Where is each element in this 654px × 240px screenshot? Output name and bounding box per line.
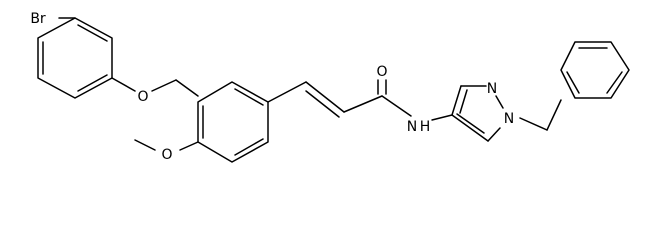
atom-amide-nitrogen-label: N — [407, 119, 417, 135]
bromophenyl-ring — [37, 17, 113, 99]
ch2-phenyl-bond — [546, 99, 562, 131]
atom-amide-hydrogen-label: H — [420, 119, 431, 135]
n1-ch2-bond — [519, 117, 548, 131]
vinyl-double-bond-2 — [305, 90, 340, 118]
atom-pyrazole-n1-label: N — [504, 111, 514, 127]
chemical-structure-diagram: Br O O O N H N N — [30, 11, 630, 163]
o-ch2-bond — [151, 79, 177, 92]
atom-methoxy-oxygen-label: O — [161, 147, 172, 163]
aryl-ome-bond — [179, 141, 199, 151]
ch2-aryl-bond — [175, 79, 199, 97]
carbonyl-n-bond — [381, 95, 412, 117]
pyrazole-ring — [451, 85, 504, 142]
atom-carbonyl-oxygen-label: O — [376, 64, 387, 80]
aryl-vinyl-bond — [267, 81, 307, 103]
atom-ether-oxygen-label: O — [137, 89, 148, 105]
atom-bromine-label: Br — [30, 11, 46, 27]
vinyl-double-bond-1 — [305, 81, 345, 113]
n-pyrazole-bond — [431, 114, 453, 121]
aryl-o-bond — [111, 77, 136, 92]
o-methyl-bond — [134, 139, 156, 151]
atom-pyrazole-n2-label: N — [487, 81, 497, 97]
methoxyphenyl-ring — [197, 81, 269, 163]
benzyl-phenyl-ring — [560, 41, 630, 99]
vinyl-carbonyl-bond — [343, 95, 383, 113]
